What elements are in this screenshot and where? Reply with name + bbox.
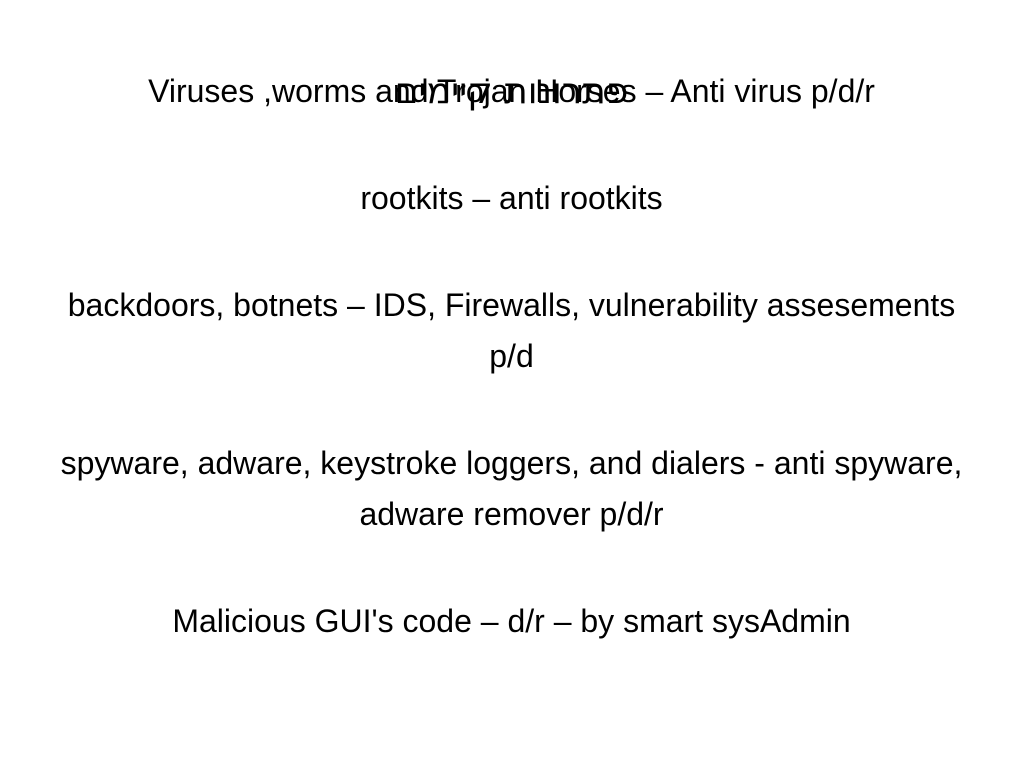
- slide-title: פתרונות קיימים: [394, 71, 629, 112]
- bullet-item-viruses: Viruses ,worms and Trojan Horses – Anti …: [148, 73, 875, 109]
- bullet-item-spyware: spyware, adware, keystroke loggers, and …: [60, 445, 963, 532]
- bullet-item-backdoors: backdoors, botnets – IDS, Firewalls, vul…: [67, 287, 956, 374]
- bullet-list: Viruses ,worms and Trojan Horses – Anti …: [60, 66, 963, 647]
- bullet-item-rootkits: rootkits – anti rootkits: [360, 180, 663, 216]
- bullet-item-malicious-gui: Malicious GUI's code – d/r – by smart sy…: [172, 603, 851, 639]
